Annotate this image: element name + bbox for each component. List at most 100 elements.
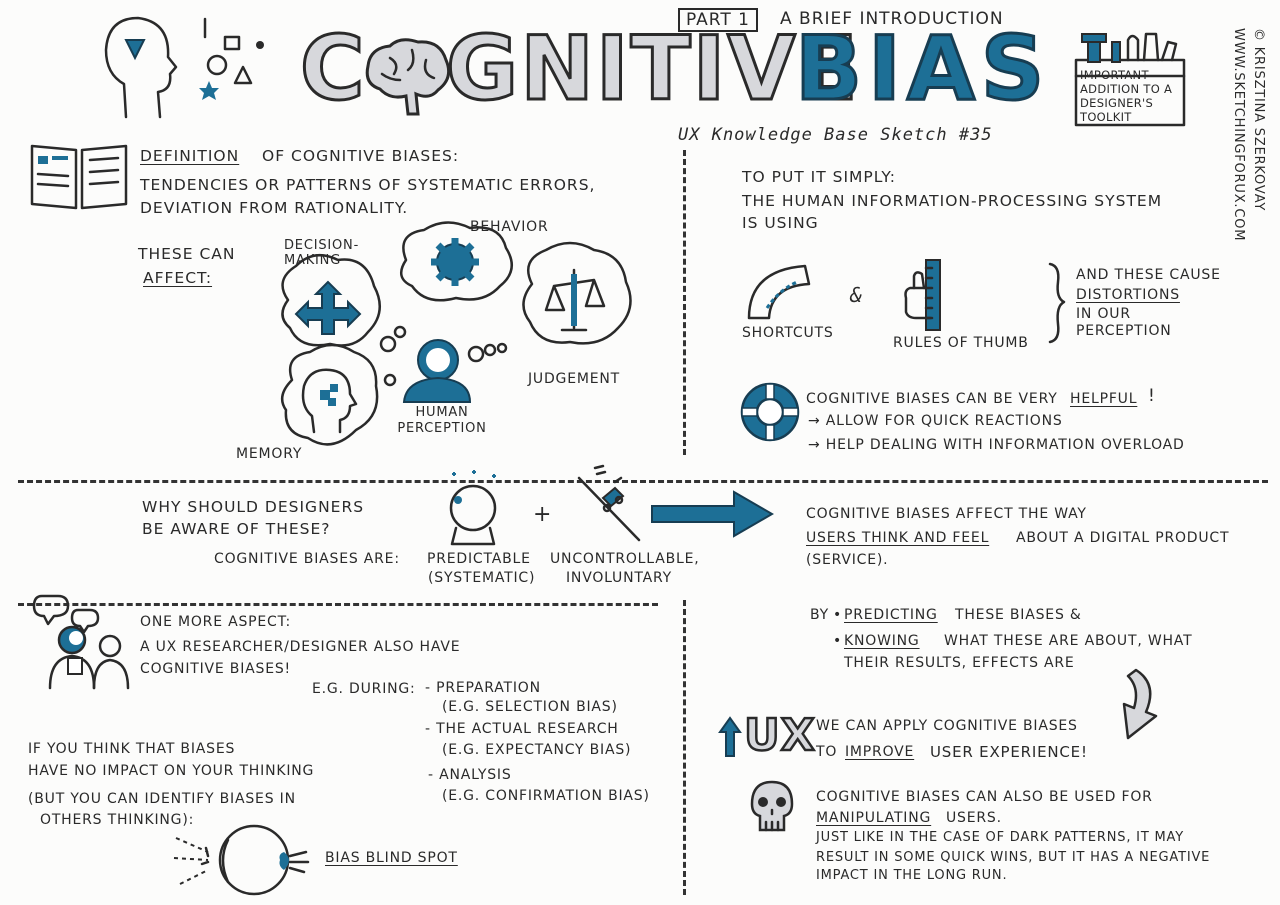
bubble-label-decision: DECISION-MAKING <box>284 238 360 268</box>
designers-question-2: BE AWARE OF THESE? <box>142 520 331 538</box>
rules-of-thumb-label: RULES OF THUMB <box>893 335 1029 351</box>
helpful-excl: ! <box>1148 386 1156 406</box>
aspect-item-sub: (E.G. EXPECTANCY BIAS) <box>442 742 632 758</box>
knowing-rest: WHAT THESE ARE ABOUT, WHAT <box>944 633 1193 649</box>
ampersand: & <box>850 283 864 307</box>
blind-line-1: IF YOU THINK THAT BIASES <box>28 741 236 757</box>
crystal-ball-icon <box>449 470 497 546</box>
title-word-bias: BIAS <box>793 17 1051 120</box>
bubble-label-judgement: JUDGEMENT <box>528 371 620 387</box>
researcher-people-icon <box>32 594 130 690</box>
ux-label: UX <box>743 710 816 761</box>
affect-way-keyword: USERS THINK AND FEEL <box>806 530 990 546</box>
involuntary-label: INVOLUNTARY <box>566 570 673 586</box>
manip-line-5: IMPACT IN THE LONG RUN. <box>816 868 1008 883</box>
credit-url: WWW.SKETCHINGFORUX.COM <box>1231 28 1246 242</box>
shortcut-arc-icon <box>747 264 811 320</box>
affect-way-line-3: (SERVICE). <box>806 552 889 568</box>
knowing-line-2: THEIR RESULTS, EFFECTS ARE <box>844 655 1075 671</box>
biases-are-label: COGNITIVE BIASES ARE: <box>214 551 400 567</box>
blind-line-2: HAVE NO IMPACT ON YOUR THINKING <box>28 763 315 779</box>
improve-keyword: IMPROVE <box>845 744 915 760</box>
aspect-line-2: COGNITIVE BIASES! <box>140 661 291 677</box>
manipulating-keyword: MANIPULATING <box>816 810 932 826</box>
cause-line-2: DISTORTIONS <box>1076 287 1180 303</box>
affect-label-2: AFFECT: <box>143 269 213 287</box>
right-arrow-icon <box>651 490 774 538</box>
credit-name: © KRISZTINA SZERKOVAY <box>1251 28 1266 212</box>
affect-way-line-1: COGNITIVE BIASES AFFECT THE WAY <box>806 506 1087 522</box>
manip-line-3: JUST LIKE IN THE CASE OF DARK PATTERNS, … <box>816 830 1184 845</box>
knowing-keyword: KNOWING <box>844 633 920 649</box>
manip-line-4: RESULT IN SOME QUICK WINS, BUT IT HAS A … <box>816 850 1211 865</box>
cause-line-1: AND THESE CAUSE <box>1076 267 1221 283</box>
plus-sign: + <box>533 502 553 527</box>
bias-blind-spot-label: BIAS BLIND SPOT <box>325 850 458 866</box>
blind-line-3: (BUT YOU CAN IDENTIFY BIASES IN <box>28 791 296 807</box>
apply-line-1: WE CAN APPLY COGNITIVE BIASES <box>816 718 1078 734</box>
simply-line-2: IS USING <box>742 214 819 232</box>
brace-icon <box>1048 262 1066 344</box>
head-profile-icon <box>104 16 178 119</box>
predictable-sub: (SYSTEMATIC) <box>428 570 536 586</box>
affect-label-1: THESE CAN <box>138 245 236 263</box>
brain-icon <box>365 38 451 116</box>
cause-line-3: IN OUR <box>1076 306 1131 322</box>
definition-heading-keyword: DEFINITION <box>140 147 240 165</box>
helpful-word: HELPFUL <box>1070 391 1138 407</box>
eye-icon <box>173 824 310 896</box>
apply-line-2-pre: TO <box>816 744 838 760</box>
aspect-item-label: - PREPARATION <box>425 680 541 696</box>
by-label: BY <box>810 607 829 623</box>
blind-line-4: OTHERS THINKING): <box>40 812 195 828</box>
predictable-label: PREDICTABLE <box>427 551 531 567</box>
predicting-rest: THESE BIASES & <box>955 607 1082 623</box>
bubble-label-perception: HUMAN PERCEPTION <box>397 405 487 436</box>
affect-way-line-2-rest: ABOUT A DIGITAL PRODUCT <box>1016 530 1230 546</box>
open-book-icon <box>30 144 128 210</box>
uncontrollable-label: UNCONTROLLABLE, <box>550 551 700 567</box>
bubble-label-behavior: BEHAVIOR <box>470 219 549 235</box>
definition-heading-rest: OF COGNITIVE BIASES: <box>262 147 460 165</box>
bullet-dot: • <box>833 633 843 649</box>
aspect-item-sub: (E.G. CONFIRMATION BIAS) <box>442 788 650 804</box>
helpful-pre: COGNITIVE BIASES CAN BE VERY <box>806 391 1058 407</box>
aspect-item-label: - THE ACTUAL RESEARCH <box>425 721 619 737</box>
helpful-point-2: → HELP DEALING WITH INFORMATION OVERLOAD <box>808 437 1185 453</box>
divider-vertical-top <box>683 150 686 455</box>
aspect-item-label: - ANALYSIS <box>428 767 512 783</box>
divider-horizontal-lower-left <box>18 603 658 606</box>
toolkit-note: IMPORTANT ADDITION TO A DESIGNER'S TOOLK… <box>1080 68 1173 124</box>
aspect-heading: ONE MORE ASPECT: <box>140 614 291 630</box>
cause-line-4: PERCEPTION <box>1076 323 1172 339</box>
skull-icon <box>750 780 794 832</box>
part-label: PART 1 <box>678 8 758 32</box>
divider-horizontal-middle <box>18 480 1268 483</box>
title-c: C <box>299 17 367 120</box>
eg-during-label: E.G. DURING: <box>312 681 416 697</box>
series-label: UX Knowledge Base Sketch #35 <box>678 125 993 145</box>
downhill-cart-icon <box>577 464 641 542</box>
up-arrow-icon <box>718 716 742 757</box>
title-word-cognitive: GNITIVE <box>445 17 860 120</box>
predicting-keyword: PREDICTING <box>844 607 938 623</box>
lifebuoy-icon <box>740 382 800 442</box>
definition-line-1: TENDENCIES OR PATTERNS OF SYSTEMATIC ERR… <box>140 176 596 194</box>
shortcuts-label: SHORTCUTS <box>742 325 834 341</box>
manip-line-2-rest: USERS. <box>946 810 1002 826</box>
simply-heading: TO PUT IT SIMPLY: <box>742 168 896 186</box>
definition-line-2: DEVIATION FROM RATIONALITY. <box>140 199 409 217</box>
aspect-line-1: A UX RESEARCHER/DESIGNER ALSO HAVE <box>140 639 461 655</box>
manip-line-1: COGNITIVE BIASES CAN ALSO BE USED FOR <box>816 789 1153 805</box>
helpful-point-1: → ALLOW FOR QUICK REACTIONS <box>808 413 1063 429</box>
apply-line-2-rest: USER EXPERIENCE! <box>930 743 1088 761</box>
designers-question-1: WHY SHOULD DESIGNERS <box>142 498 365 516</box>
bullet-dot: • <box>833 607 843 623</box>
simply-line-1: THE HUMAN INFORMATION-PROCESSING SYSTEM <box>742 192 1163 210</box>
thumb-ruler-icon <box>904 259 941 331</box>
thought-bubbles-diagram <box>280 221 632 446</box>
aspect-item-sub: (E.G. SELECTION BIAS) <box>442 699 618 715</box>
subtitle: A BRIEF INTRODUCTION <box>780 9 1004 29</box>
toolbox-icon <box>1074 32 1186 127</box>
shapes-icon <box>199 17 264 100</box>
